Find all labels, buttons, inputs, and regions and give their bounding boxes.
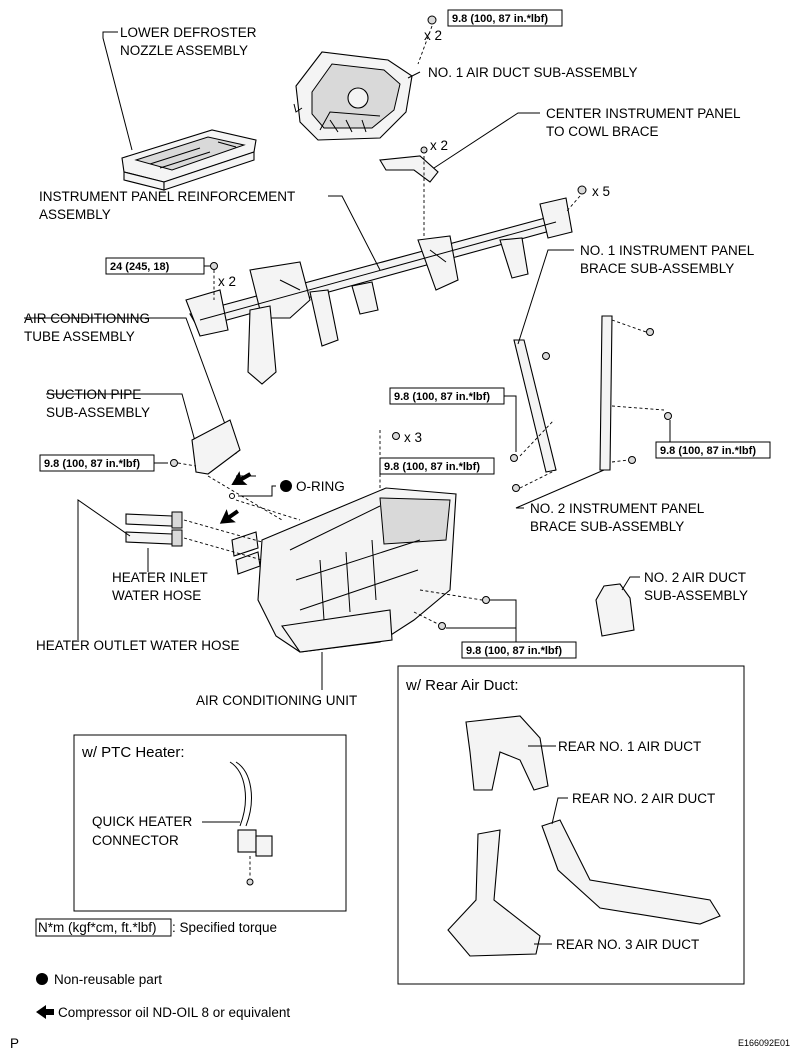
torque-top: 9.8 (100, 87 in.*lbf)	[452, 13, 548, 25]
quick-heater-connector-drawing	[229, 761, 273, 886]
torque-box-no2-brace	[655, 441, 771, 459]
oil-arrow-icon-2	[219, 509, 239, 524]
center-brace-drawing	[379, 146, 439, 183]
ac-tube-label-2: TUBE ASSEMBLY	[24, 329, 135, 344]
no1-air-duct-drawing	[293, 51, 413, 141]
lower-defroster-nozzle-drawing	[121, 129, 257, 191]
no2-brace-drawing	[599, 315, 613, 471]
center-brace-label-2: TO COWL BRACE	[546, 124, 659, 139]
rear-duct2-label: REAR NO. 2 AIR DUCT	[572, 791, 715, 806]
footer-left: P	[10, 1036, 19, 1051]
torque-no1-brace: 9.8 (100, 87 in.*lbf)	[394, 391, 490, 403]
legend-non-reusable-icon	[36, 973, 48, 985]
ptc-box-title: w/ PTC Heater:	[81, 744, 185, 761]
rear-box-title: w/ Rear Air Duct:	[405, 677, 519, 694]
legend-torque-box	[35, 918, 172, 937]
no1-brace-label-2: BRACE SUB-ASSEMBLY	[580, 261, 734, 276]
torque-box-top	[447, 9, 563, 27]
reinforcement-drawing	[185, 197, 573, 385]
center-brace-label-1: CENTER INSTRUMENT PANEL	[546, 106, 741, 121]
legend-non-reusable: Non-reusable part	[54, 972, 162, 987]
suction-pipe-drawing	[191, 419, 241, 475]
ac-tube-label-1: AIR CONDITIONING	[24, 311, 150, 326]
rear-duct1-label: REAR NO. 1 AIR DUCT	[558, 739, 701, 754]
heater-inlet-label-1: HEATER INLET	[112, 570, 208, 585]
suction-pipe-label-2: SUB-ASSEMBLY	[46, 405, 150, 420]
rear-no1-duct-drawing	[465, 715, 549, 791]
no2-air-duct-drawing	[595, 583, 635, 637]
heater-outlet-label: HEATER OUTLET WATER HOSE	[36, 638, 240, 653]
torque-unit-bottom: 9.8 (100, 87 in.*lbf)	[466, 645, 562, 657]
figure-code: E166092E01	[738, 1038, 790, 1048]
heater-hoses-drawing	[125, 511, 183, 547]
qty-brace-bolt: x 2	[430, 138, 448, 153]
qty-right-bolts: x 5	[592, 184, 610, 199]
torque-suction: 9.8 (100, 87 in.*lbf)	[44, 458, 140, 470]
no1-brace-label-1: NO. 1 INSTRUMENT PANEL	[580, 243, 755, 258]
no1-air-duct-label: NO. 1 AIR DUCT SUB-ASSEMBLY	[428, 65, 638, 80]
torque-no2-brace: 9.8 (100, 87 in.*lbf)	[660, 445, 756, 457]
legend-oil-arrow-icon	[36, 1005, 54, 1019]
o-ring-label: O-RING	[296, 479, 345, 494]
ptc-heater-box	[73, 734, 347, 912]
lower-defroster-label-2: NOZZLE ASSEMBLY	[120, 43, 248, 58]
legend-torque-unit: N*m (kgf*cm, ft.*lbf)	[38, 920, 157, 935]
legend-torque-desc: : Specified torque	[172, 920, 277, 935]
no2-air-duct-label-1: NO. 2 AIR DUCT	[644, 570, 746, 585]
rear-no3-duct-drawing	[447, 829, 541, 957]
rear-no2-duct-drawing	[541, 819, 721, 925]
no2-air-duct-label-2: SUB-ASSEMBLY	[644, 588, 748, 603]
torque-box-unit-bottom	[461, 641, 577, 659]
qty-top-nut: x 2	[424, 28, 442, 43]
connector-label-2: CONNECTOR	[92, 833, 179, 848]
lower-defroster-label-1: LOWER DEFROSTER	[120, 25, 257, 40]
non-reusable-icon	[280, 480, 292, 492]
rear-duct3-label: REAR NO. 3 AIR DUCT	[556, 937, 699, 952]
heater-inlet-label-2: WATER HOSE	[112, 588, 201, 603]
right-bolt-icon	[577, 185, 587, 195]
top-nut-icon	[427, 15, 437, 25]
no2-brace-label-1: NO. 2 INSTRUMENT PANEL	[530, 501, 705, 516]
reinforcement-label-1: INSTRUMENT PANEL REINFORCEMENT	[39, 189, 295, 204]
oil-arrow-icon	[231, 471, 252, 485]
ac-unit-label: AIR CONDITIONING UNIT	[196, 693, 357, 708]
left-bolt-icon	[210, 262, 218, 270]
ac-unit-drawing	[231, 487, 457, 653]
reinforcement-label-2: ASSEMBLY	[39, 207, 111, 222]
no2-brace-label-2: BRACE SUB-ASSEMBLY	[530, 519, 684, 534]
connector-label-1: QUICK HEATER	[92, 814, 193, 829]
torque-left-reinf: 24 (245, 18)	[110, 261, 170, 273]
legend-oil: Compressor oil ND-OIL 8 or equivalent	[58, 1005, 290, 1020]
suction-pipe-label-1: SUCTION PIPE	[46, 387, 141, 402]
torque-unit-top: 9.8 (100, 87 in.*lbf)	[384, 461, 480, 473]
qty-left-bolt: x 2	[218, 274, 236, 289]
qty-unit-bolts: x 3	[404, 430, 422, 445]
no1-brace-drawing	[513, 339, 557, 473]
